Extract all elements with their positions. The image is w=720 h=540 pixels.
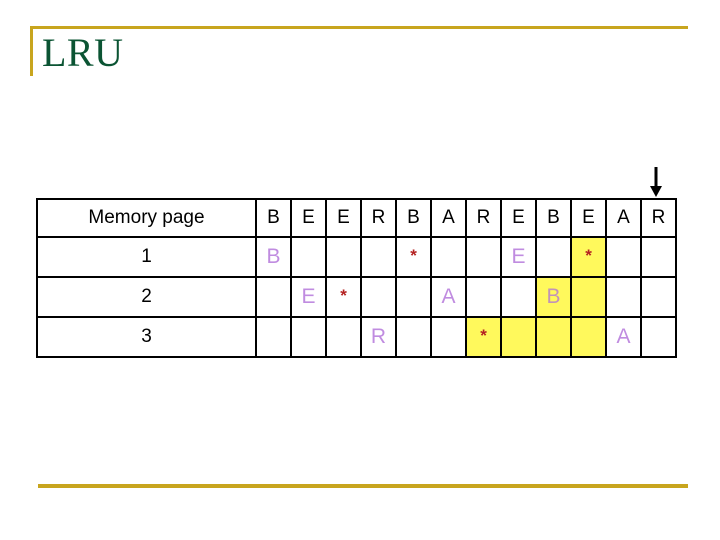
reference-string-cell: B [535,198,572,238]
fault-marker-cell: * [395,236,432,278]
page-title: LRU [42,30,124,75]
empty-cell [465,276,502,318]
down-arrow-icon [650,167,662,197]
empty-cell [570,316,607,358]
page-letter-cell: E [290,276,327,318]
reference-string-cell: E [290,198,327,238]
empty-cell [325,236,362,278]
fault-marker-cell: * [325,276,362,318]
empty-cell [360,276,397,318]
title-left-rule [30,26,33,76]
empty-cell [500,316,537,358]
empty-cell [360,236,397,278]
reference-string-cell: B [395,198,432,238]
page-letter-glyph: A [616,325,631,348]
reference-string-cell: E [500,198,537,238]
page-letter-cell: A [430,276,467,318]
empty-cell [605,276,642,318]
page-letter-glyph: R [370,325,387,348]
empty-cell [325,316,362,358]
empty-cell [395,316,432,358]
table-row: 2 E * A B [36,276,677,318]
page-letter-cell: E [500,236,537,278]
empty-cell [640,276,677,318]
fault-marker-cell: * [570,236,607,278]
page-letter-glyph: E [511,245,526,268]
frame-label: 3 [36,316,257,358]
empty-cell [395,276,432,318]
empty-cell [430,236,467,278]
fault-star-glyph: * [480,325,487,345]
empty-cell [465,236,502,278]
empty-cell [535,236,572,278]
empty-cell [640,236,677,278]
reference-string-cell: R [360,198,397,238]
empty-cell [255,276,292,318]
footer-rule [38,484,688,488]
reference-string-cell: A [430,198,467,238]
empty-cell [605,236,642,278]
page-letter-glyph: A [441,285,456,308]
reference-string-cell: E [325,198,362,238]
empty-cell [570,276,607,318]
page-letter-cell: B [255,236,292,278]
title-top-rule [30,26,688,29]
memory-page-header: Memory page [36,198,257,238]
empty-cell [430,316,467,358]
page-letter-cell: A [605,316,642,358]
frame-label: 1 [36,236,257,278]
fault-star-glyph: * [585,245,592,265]
reference-string-cell: A [605,198,642,238]
fault-star-glyph: * [340,285,347,305]
page-letter-glyph: E [301,285,316,308]
empty-cell [535,316,572,358]
empty-cell [290,316,327,358]
page-letter-cell: B [535,276,572,318]
empty-cell [255,316,292,358]
fault-marker-cell: * [465,316,502,358]
reference-string-cell: R [640,198,677,238]
reference-string-cell: R [465,198,502,238]
page-letter-cell: R [360,316,397,358]
reference-string-cell: B [255,198,292,238]
empty-cell [290,236,327,278]
reference-string-cell: E [570,198,607,238]
empty-cell [500,276,537,318]
frame-label: 2 [36,276,257,318]
page-letter-glyph: B [546,285,561,308]
table-row: 3 R * A [36,316,677,358]
empty-cell [640,316,677,358]
page-letter-glyph: B [266,245,281,268]
fault-star-glyph: * [410,245,417,265]
